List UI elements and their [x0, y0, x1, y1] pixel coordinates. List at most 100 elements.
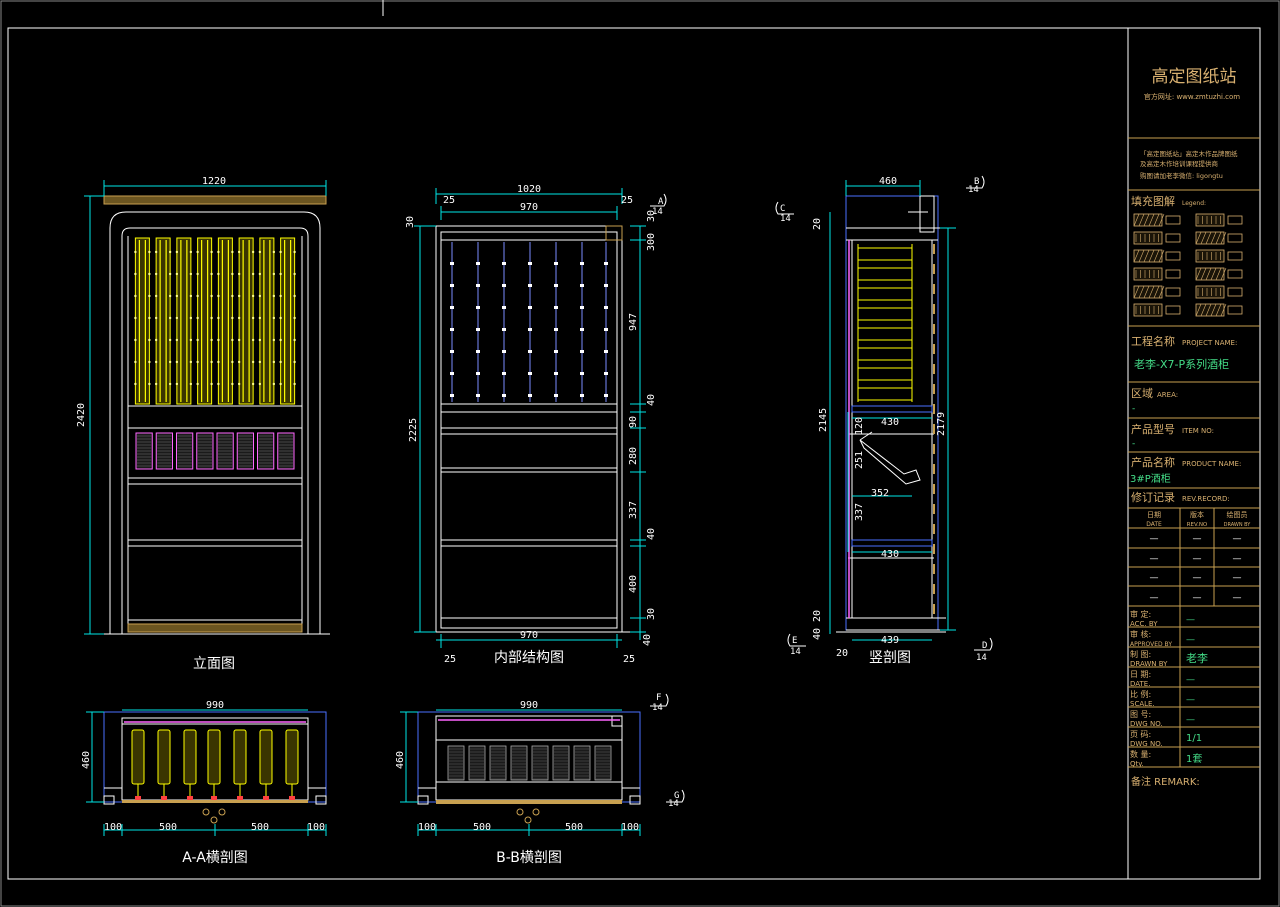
internal-peg	[476, 328, 480, 331]
elevation-dimensions	[84, 180, 327, 635]
internal-peg	[554, 262, 558, 265]
rack-peg	[196, 338, 199, 342]
field-scale-cn: 比 例:	[1130, 689, 1151, 699]
internal-peg	[580, 394, 584, 397]
bottle-holder	[131, 729, 145, 785]
section-dim-430b: 430	[881, 549, 899, 560]
rack-peg	[217, 272, 220, 276]
bottle-holder	[157, 729, 171, 785]
legend-hatch	[1215, 231, 1222, 245]
field-scale-value: —	[1186, 695, 1195, 705]
rack-peg	[293, 316, 296, 320]
rev-row-3-date: —	[1150, 573, 1159, 583]
field-approved-cn: 审 核:	[1130, 629, 1151, 639]
rack-peg	[279, 382, 282, 386]
internal-peg	[604, 394, 608, 397]
rack-peg	[251, 338, 255, 342]
rack-peg	[210, 316, 213, 320]
section-title: 竖剖图	[869, 650, 911, 666]
aa-title: A-A横剖图	[182, 850, 248, 866]
grille-panels	[135, 432, 295, 470]
item-label-en: ITEM NO:	[1182, 427, 1214, 435]
bb-grille-panel	[531, 745, 549, 781]
rev-header-date-cn: 日期	[1147, 511, 1161, 519]
rack-column	[197, 237, 213, 405]
legend-mini-icon	[1227, 215, 1243, 225]
rack-peg	[168, 316, 172, 320]
aa-top-dim: 990	[206, 700, 224, 711]
bb-dim-b2: 500	[473, 822, 491, 833]
legend-hatch	[1210, 231, 1217, 245]
aa-base-strip	[122, 800, 308, 803]
internal-peg	[604, 262, 608, 265]
bottle-cap	[263, 796, 269, 801]
rack-peg	[258, 250, 262, 254]
internal-dim-40a: 40	[646, 394, 657, 406]
rack-peg	[231, 272, 234, 276]
legend-hatch	[1215, 267, 1222, 281]
section-marker-g: G 14	[666, 789, 685, 809]
area-value: -	[1132, 404, 1135, 414]
bottle-cap	[211, 796, 217, 801]
rack-peg	[134, 382, 137, 386]
marker-b-sheet: 14	[968, 185, 979, 195]
bottle-cap	[135, 796, 141, 801]
bb-grille-panel	[447, 745, 465, 781]
rack-peg	[134, 316, 137, 320]
section-shelves	[857, 244, 913, 402]
rack-peg	[237, 250, 241, 254]
legend-hatch	[1195, 303, 1202, 317]
item-label: 产品型号	[1131, 422, 1175, 436]
internal-peg	[554, 372, 558, 375]
rack-peg	[210, 250, 213, 254]
internal-peg	[554, 328, 558, 331]
product-label-en: PRODUCT NAME:	[1182, 460, 1241, 468]
rack-peg	[175, 360, 179, 364]
field-qty-en: Qty.	[1130, 760, 1144, 768]
project-label: 工程名称	[1131, 334, 1175, 348]
rack-peg	[175, 316, 179, 320]
bottle-cap	[161, 796, 167, 801]
rack-peg	[231, 250, 234, 254]
rack-peg	[217, 360, 220, 364]
internal-peg	[450, 284, 454, 287]
rev-label-en: REV.RECORD:	[1182, 495, 1230, 503]
rack-peg	[293, 360, 296, 364]
rack-peg	[189, 338, 193, 342]
field-drawn-value: 老李	[1186, 651, 1208, 665]
internal-peg	[554, 350, 558, 353]
rack-peg	[251, 250, 255, 254]
aa-bottle-holders	[122, 729, 308, 824]
internal-peg	[502, 306, 506, 309]
field-date-value: —	[1186, 675, 1195, 685]
legend-hatch	[1220, 231, 1227, 245]
product-label: 产品名称	[1131, 455, 1175, 469]
rack-peg	[148, 250, 151, 254]
rev-row-2-rev: —	[1193, 554, 1202, 564]
bb-grille-panel	[468, 745, 486, 781]
legend-hatch	[1200, 267, 1207, 281]
internal-dim-40b: 40	[646, 528, 657, 540]
internal-top-right-dim: 30	[646, 210, 657, 222]
elevation-height-dim: 2420	[76, 403, 87, 427]
rack-peg	[217, 382, 220, 386]
internal-peg	[450, 328, 454, 331]
internal-peg	[554, 394, 558, 397]
rev-row-4-rev: —	[1193, 593, 1202, 603]
rack-peg	[168, 360, 172, 364]
section-height-2179: 2179	[936, 412, 947, 436]
rev-row-3-rev: —	[1193, 573, 1202, 583]
internal-bottom-left-dim: 25	[444, 654, 456, 665]
legend-hatch	[1195, 267, 1202, 281]
rev-row-1-rev: —	[1193, 534, 1202, 544]
rack-peg	[251, 360, 255, 364]
bottle-holder	[207, 729, 221, 785]
rack-peg	[217, 250, 220, 254]
glass-holder	[859, 431, 921, 485]
internal-peg	[580, 328, 584, 331]
legend-mini-icon	[1165, 251, 1181, 261]
aa-dim-b2: 500	[159, 822, 177, 833]
title-block: 高定图纸站 官方网址: www.zmtuzhi.com 「高定图纸站」高定木作品…	[1128, 67, 1260, 788]
legend-swatch	[1195, 213, 1225, 227]
